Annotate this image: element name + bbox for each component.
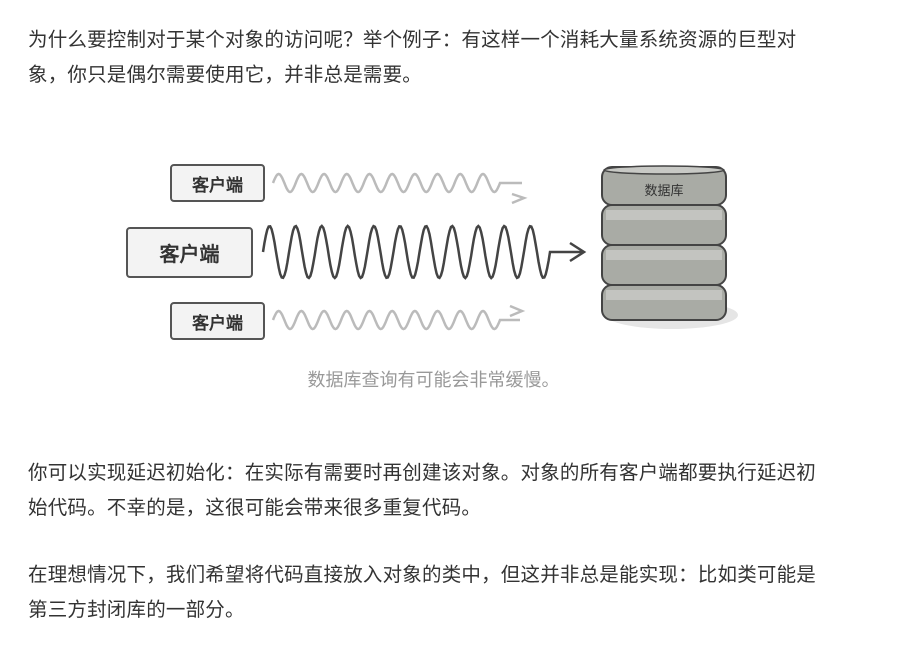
text-line: 在理想情况下，我们希望将代码直接放入对象的类中，但这并非总是能实现：比如类可能是 — [28, 563, 817, 586]
paragraph-ideal: 在理想情况下，我们希望将代码直接放入对象的类中，但这并非总是能实现：比如类可能是… — [28, 557, 888, 627]
text-line: 始代码。不幸的是，这很可能会带来很多重复代码。 — [28, 496, 482, 519]
text-line: 为什么要控制对于某个对象的访问呢？举个例子：有这样一个消耗大量系统资源的巨型对 — [28, 28, 797, 51]
text-line: 象，你只是偶尔需要使用它，并非总是需要。 — [28, 63, 423, 86]
arrow-icon — [511, 192, 528, 205]
paragraph-intro: 为什么要控制对于某个对象的访问呢？举个例子：有这样一个消耗大量系统资源的巨型对 … — [28, 22, 888, 92]
client-box: 客户端 — [170, 164, 265, 202]
text-line: 你可以实现延迟初始化：在实际有需要时再创建该对象。对象的所有客户端都要执行延迟初 — [28, 461, 817, 484]
text-line: 第三方封闭库的一部分。 — [28, 598, 245, 621]
client-box: 客户端 — [170, 302, 265, 340]
database-icon — [601, 165, 738, 329]
database-label: 数据库 — [644, 183, 683, 199]
paragraph-lazy-init: 你可以实现延迟初始化：在实际有需要时再创建该对象。对象的所有客户端都要执行延迟初… — [28, 455, 888, 525]
client-box-main: 客户端 — [126, 227, 253, 278]
arrow-icon — [509, 304, 526, 318]
diagram-lines: 数据库 — [261, 165, 738, 331]
request-wave-top — [271, 172, 522, 194]
arrow-icon — [569, 241, 587, 263]
figure-caption: 数据库查询有可能会非常缓慢。 — [307, 370, 560, 391]
request-wave-main — [261, 224, 582, 280]
request-wave-bottom — [271, 309, 520, 331]
database-diagram: 数据库 客户端 客户端 客户端 — [0, 150, 907, 350]
